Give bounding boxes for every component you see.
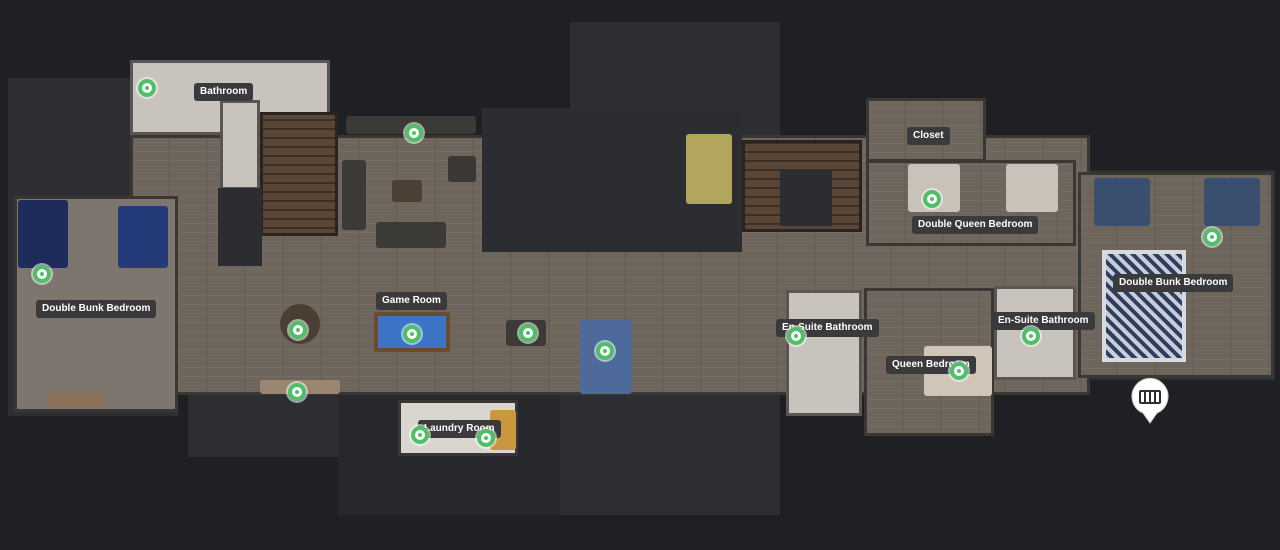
bunk-bed-right-1 [1094, 178, 1150, 226]
label-double-bunk-bedroom-right[interactable]: Double Bunk Bedroom [1113, 274, 1234, 292]
sofa-side [342, 160, 366, 230]
scan-point-icon[interactable] [519, 324, 537, 342]
scan-point-icon[interactable] [403, 325, 421, 343]
scan-point-icon[interactable] [288, 383, 306, 401]
armchair [448, 156, 476, 182]
label-bathroom[interactable]: Bathroom [194, 83, 254, 101]
label-en-suite-bathroom-2[interactable]: En-Suite Bathroom [992, 312, 1095, 330]
room-en-suite-bathroom-1 [786, 290, 862, 416]
scan-point-icon[interactable] [596, 342, 614, 360]
scan-point-icon[interactable] [477, 429, 495, 447]
queen-bed-2 [1006, 164, 1058, 212]
room-bathroom-annex [220, 100, 260, 190]
label-double-bunk-bedroom-left[interactable]: Double Bunk Bedroom [36, 300, 157, 318]
dresser [48, 392, 104, 408]
scan-point-icon[interactable] [289, 321, 307, 339]
scan-point-icon[interactable] [950, 362, 968, 380]
label-closet[interactable]: Closet [907, 127, 950, 145]
scan-point-icon[interactable] [787, 327, 805, 345]
bunk-bed-right [118, 206, 168, 268]
scan-point-icon[interactable] [923, 190, 941, 208]
scan-point-icon[interactable] [411, 426, 429, 444]
scan-point-icon[interactable] [33, 265, 51, 283]
area-rug [1102, 250, 1186, 362]
coffee-table [392, 180, 422, 202]
label-double-queen-bedroom[interactable]: Double Queen Bedroom [912, 216, 1039, 234]
scan-point-icon[interactable] [1203, 228, 1221, 246]
stair-void-left [218, 188, 262, 266]
scan-point-icon[interactable] [405, 124, 423, 142]
stair-void-right [780, 170, 832, 226]
scan-point-icon[interactable] [138, 79, 156, 97]
bunk-bed-left [18, 200, 68, 268]
location-pin-icon[interactable] [1130, 377, 1170, 425]
bunk-bed-right-2 [1204, 178, 1260, 226]
sofa-front [376, 222, 446, 248]
scan-point-icon[interactable] [1022, 327, 1040, 345]
statue-bed [686, 134, 732, 204]
staircase-left [260, 112, 338, 236]
label-game-room[interactable]: Game Room [376, 292, 447, 310]
